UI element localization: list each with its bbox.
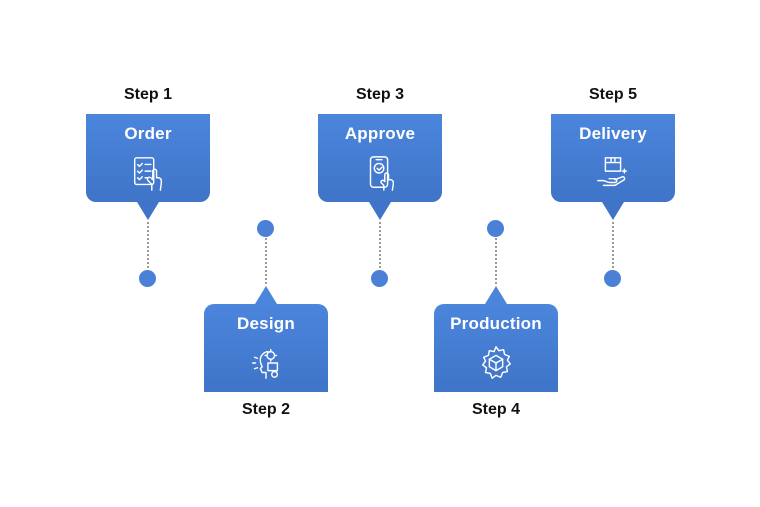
package-hand-icon [597,157,628,187]
step-3-title: Approve [344,124,416,143]
step-1-pointer [137,202,159,220]
step-5-pointer [602,202,624,220]
step-4-dot [487,220,504,237]
gear-box-icon [481,346,511,379]
step-2-card: Design [204,304,328,392]
step-4-card: Production [434,304,558,392]
phone-tap-icon [369,156,395,191]
step-1-connector [147,222,149,272]
step-2-connector [265,238,267,284]
step-2-label: Step 2 [241,401,290,418]
step-3-label: Step 3 [355,86,404,103]
step-5-label: Step 5 [588,86,637,103]
step-3-pointer [369,202,391,220]
step-5-title: Delivery [579,124,647,143]
step-4-label: Step 4 [471,401,520,418]
step-5-dot [604,270,621,287]
step-4-pointer [485,286,507,304]
design-head-gear-icon [251,348,279,379]
step-5-card: Delivery [551,114,675,202]
checklist-touch-icon [133,157,163,191]
step-4-title: Production [450,314,542,333]
step-1-card: Order [86,114,210,202]
step-3-card: Approve [318,114,442,202]
step-3-connector [379,222,381,272]
step-1-label: Step 1 [123,86,172,103]
step-3-dot [371,270,388,287]
step-2-pointer [255,286,277,304]
step-2-dot [257,220,274,237]
step-5-connector [612,222,614,272]
step-2-title: Design [237,314,295,333]
step-4-connector [495,238,497,284]
step-1-dot [139,270,156,287]
step-1-title: Order [124,124,172,143]
